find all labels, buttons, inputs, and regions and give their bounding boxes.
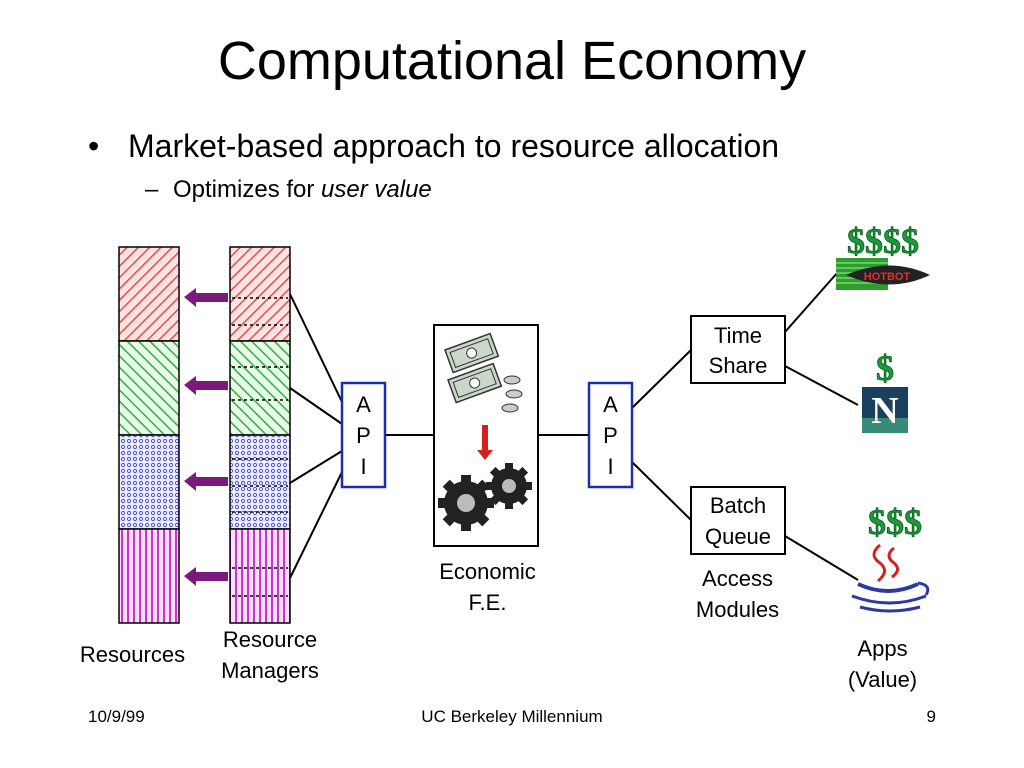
allocation-arrows xyxy=(184,288,228,586)
connector-lines xyxy=(289,271,859,581)
footer-date: 10/9/99 xyxy=(88,707,145,726)
bullet-main: •Market-based approach to resource alloc… xyxy=(88,128,780,164)
api-left-a: A xyxy=(356,392,371,417)
label-apps-1: Apps xyxy=(857,636,908,661)
arrow-left-3 xyxy=(184,472,228,491)
manager-block-green xyxy=(229,340,291,436)
netscape-logo-text: N xyxy=(871,390,898,432)
resources-stack xyxy=(118,246,180,624)
time-share-box xyxy=(690,315,786,384)
api-left-i: I xyxy=(360,454,366,479)
time-share-line2: Share xyxy=(709,353,768,378)
netscape-icon: N xyxy=(862,387,908,433)
app3-dollars: $$$ xyxy=(868,502,922,542)
money-icon xyxy=(444,332,523,413)
bullet-sub: –Optimizes for user value xyxy=(145,176,432,203)
resource-managers-stack xyxy=(229,246,291,624)
api-right-box xyxy=(587,381,634,489)
label-apps-2: (Value) xyxy=(847,667,918,692)
footer-center: UC Berkeley Millennium xyxy=(421,707,603,726)
label-resource-managers-1: Resource xyxy=(222,627,318,652)
slide-title: Computational Economy xyxy=(217,31,807,91)
resource-block-pink xyxy=(118,528,180,624)
java-icon xyxy=(851,543,930,613)
label-economic-2: F.E. xyxy=(468,590,507,615)
batch-queue-line2: Queue xyxy=(705,524,771,549)
manager-block-red xyxy=(229,246,291,342)
api-right-i: I xyxy=(607,454,613,479)
bullet-sub-prefix: Optimizes for xyxy=(173,176,322,203)
label-resource-managers-2: Managers xyxy=(221,658,319,683)
bullet-sub-emphasis: user value xyxy=(321,176,432,203)
api-left-p: P xyxy=(356,423,371,448)
label-economic-1: Economic xyxy=(439,559,536,584)
batch-queue-line1: Batch xyxy=(710,493,766,518)
api-right-a: A xyxy=(603,392,618,417)
label-access-1: Access xyxy=(702,566,773,591)
resource-block-red xyxy=(118,246,180,342)
label-access-2: Modules xyxy=(695,597,780,622)
hotbot-icon: HOTBOT xyxy=(836,258,930,290)
arrow-left-1 xyxy=(184,288,228,307)
resource-block-blue xyxy=(118,434,180,530)
bullet-main-text: Market-based approach to resource alloca… xyxy=(128,128,780,164)
hotbot-logo-text: HOTBOT xyxy=(864,271,911,283)
manager-block-pink xyxy=(229,528,291,624)
arrow-left-2 xyxy=(184,376,228,395)
api-right-p: P xyxy=(603,423,618,448)
api-left-box xyxy=(340,381,387,489)
arrow-left-4 xyxy=(184,567,228,586)
batch-queue-box xyxy=(690,486,786,555)
app1-dollars: $$$$ xyxy=(847,221,919,261)
resource-block-green xyxy=(118,340,180,436)
time-share-line1: Time xyxy=(714,323,762,348)
manager-block-blue xyxy=(229,434,291,530)
footer-page-number: 9 xyxy=(926,707,936,726)
app2-dollars: $ xyxy=(876,348,894,388)
label-resources: Resources xyxy=(79,642,186,667)
